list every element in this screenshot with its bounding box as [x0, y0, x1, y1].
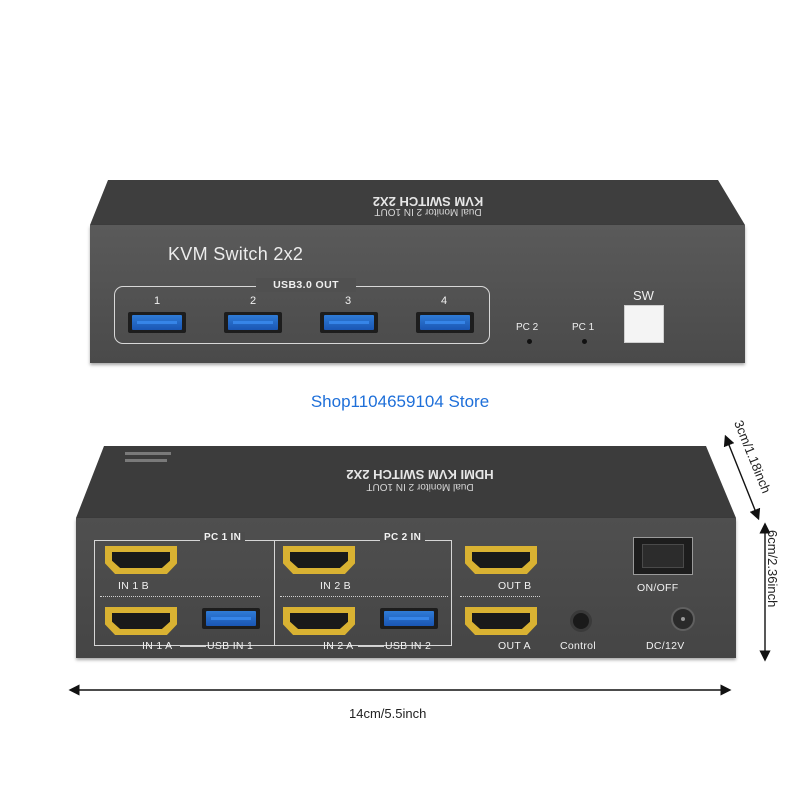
- front-brand-label: KVM Switch 2x2: [168, 244, 304, 264]
- usb-port-number: 4: [440, 295, 448, 307]
- pc2-led: [527, 339, 532, 344]
- outa-label: OUT A: [498, 640, 531, 652]
- usb-in-2-port[interactable]: [380, 608, 438, 629]
- usb-port-1[interactable]: [128, 312, 186, 333]
- pc1-led: [582, 339, 587, 344]
- sw-button[interactable]: [624, 305, 664, 343]
- back-top-title: HDMI KVM SWITCH 2X2: [346, 467, 493, 482]
- top-marking: [125, 452, 171, 455]
- control-label: Control: [560, 640, 596, 652]
- usb-in-1-port[interactable]: [202, 608, 260, 629]
- hdmi-port-in1a[interactable]: [105, 607, 177, 635]
- usb-port-number: 2: [249, 295, 257, 307]
- hdmi-port-in2b[interactable]: [283, 546, 355, 574]
- onoff-label: ON/OFF: [637, 582, 679, 594]
- in2a-label: IN 2 A: [323, 640, 354, 652]
- store-name: Shop1104659104 Store: [310, 392, 490, 411]
- dc-label: DC/12V: [646, 640, 685, 652]
- usbin2-label: USB IN 2: [385, 640, 432, 652]
- hdmi-port-in2a[interactable]: [283, 607, 355, 635]
- height-dimension-label: 6cm/2.36inch: [765, 530, 780, 608]
- depth-dimension-label: 3cm/1.18inch: [731, 418, 774, 496]
- top-marking: [125, 459, 167, 462]
- usb-port-4[interactable]: [416, 312, 474, 333]
- front-top-subtitle: Dual Monitor 2 IN 1OUT: [374, 206, 481, 217]
- control-jack[interactable]: [570, 610, 592, 632]
- pc2-in-bracket: [274, 540, 452, 646]
- dc-power-jack[interactable]: [671, 607, 695, 631]
- hdmi-port-in1b[interactable]: [105, 546, 177, 574]
- row-divider: [280, 596, 448, 597]
- in1b-label: IN 1 B: [118, 580, 149, 592]
- usbin1-label: USB IN 1: [207, 640, 254, 652]
- pc1-in-label: PC 1 IN: [200, 532, 246, 543]
- hdmi-port-outb[interactable]: [465, 546, 537, 574]
- usb-panel-title: USB3.0 OUT: [256, 278, 356, 292]
- back-top-subtitle: Dual Monitor 2 IN 1OUT: [366, 481, 473, 492]
- label-connector: [180, 646, 206, 647]
- in1a-label: IN 1 A: [142, 640, 173, 652]
- usb-port-2[interactable]: [224, 312, 282, 333]
- row-divider: [460, 596, 540, 597]
- pc2-in-label: PC 2 IN: [380, 532, 426, 543]
- front-top-title: KVM SWITCH 2X2: [373, 194, 484, 209]
- label-connector: [358, 646, 384, 647]
- in2b-label: IN 2 B: [320, 580, 351, 592]
- outb-label: OUT B: [498, 580, 532, 592]
- hdmi-port-outa[interactable]: [465, 607, 537, 635]
- row-divider: [100, 596, 260, 597]
- width-dimension-label: 14cm/5.5inch: [349, 706, 427, 721]
- pc1-led-label: PC 1: [572, 322, 595, 333]
- pc2-led-label: PC 2: [516, 322, 539, 333]
- usb-port-3[interactable]: [320, 312, 378, 333]
- pc1-in-bracket: [94, 540, 274, 646]
- usb-port-number: 3: [344, 295, 352, 307]
- sw-label: SW: [633, 288, 654, 303]
- usb-port-number: 1: [153, 295, 161, 307]
- power-switch[interactable]: [633, 537, 693, 575]
